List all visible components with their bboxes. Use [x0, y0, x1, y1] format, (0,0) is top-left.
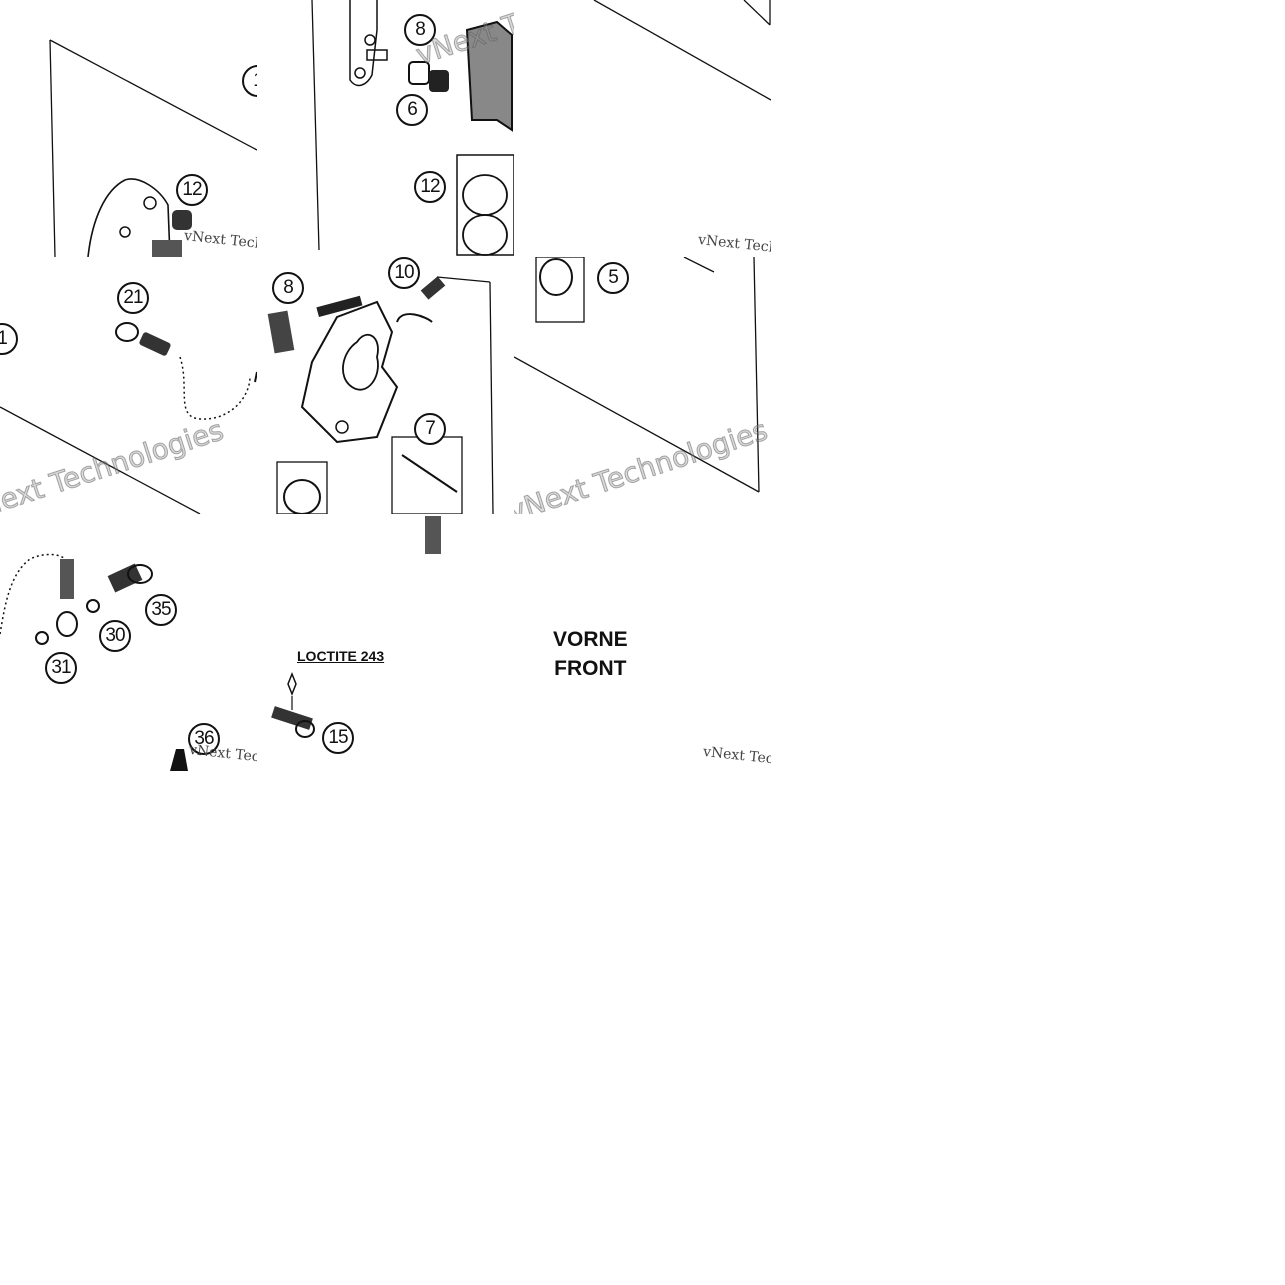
front-label-en: FRONT: [554, 657, 627, 680]
frame-right-drawing: [593, 0, 771, 101]
callout-12-left: 12: [176, 174, 208, 206]
diagram-tile-pins-pads: 8 6 12 vNext Technologies: [257, 0, 514, 257]
callout-7: 7: [414, 413, 446, 445]
callout-36: 36: [188, 723, 220, 755]
diagram-tile-screw: 15: [257, 514, 514, 771]
callout-15: 15: [322, 722, 354, 754]
loctite-label: LOCTITE 243: [297, 648, 385, 664]
diagram-tile-caliper: 8 10 7: [257, 257, 514, 514]
caliper-drawing: [267, 276, 494, 514]
hose-drawing: [0, 322, 257, 514]
callout-21: 21: [117, 282, 149, 314]
callout-8-top: 8: [404, 14, 436, 46]
front-label: VORNE FRONT: [553, 625, 628, 683]
callout-10: 10: [388, 257, 420, 289]
callout-5: 5: [597, 262, 629, 294]
diagram-tile-hose: 21 1 vNext Technologies: [0, 257, 257, 514]
banjo-drawing: [0, 553, 188, 771]
frame-left-drawing: [49, 39, 257, 257]
callout-31: 31: [45, 652, 77, 684]
callout-8-mid: 8: [272, 272, 304, 304]
diagram-tile-frame-left: 1 12 vNext Technologies: [0, 0, 257, 257]
callout-30: 30: [99, 620, 131, 652]
front-label-de: VORNE: [553, 628, 628, 651]
callout-35: 35: [145, 594, 177, 626]
diagram-tile-seal-frame: 5 vNext Technologies: [514, 257, 771, 514]
pins-pads-drawing: [311, 0, 514, 256]
screw-drawing: [271, 516, 441, 738]
diagram-tile-blank: vNext Technologies: [514, 514, 771, 771]
seal-frame-drawing: [514, 257, 760, 493]
diagram-tile-frame-right: vNext Technologies: [514, 0, 771, 257]
diagram-tile-banjo: 35 30 31 36 vNext Technologies: [0, 514, 257, 771]
callout-12-top: 6: [396, 94, 428, 126]
watermark-small-4: vNext Technologies: [702, 744, 771, 771]
callout-6: 12: [414, 171, 446, 203]
